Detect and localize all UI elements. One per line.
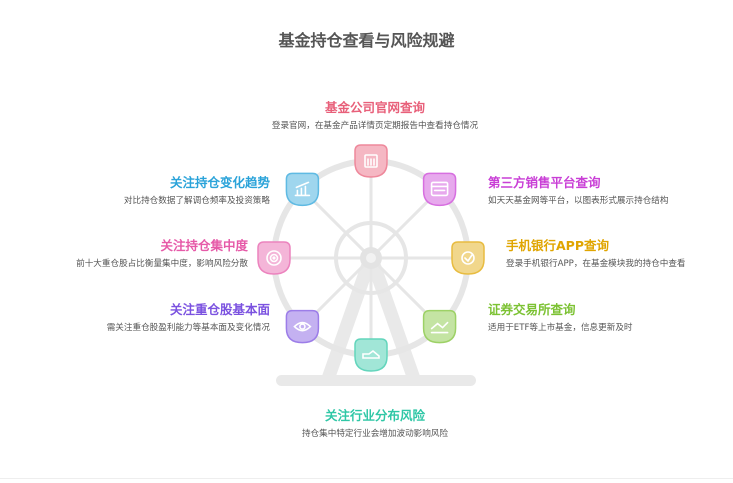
heading-concentration: 关注持仓集中度 [160,238,248,253]
desc-holding-trend: 对比持仓数据了解调仓频率及投资策略 [123,196,270,206]
block-left-1: 关注持仓变化趋势 对比持仓数据了解调仓频率及投资策略 [30,175,270,207]
desc-third-party-platform: 如天天基金网等平台，以图表形式展示持仓结构 [488,196,669,206]
heading-official-website: 基金公司官网查询 [324,100,425,115]
heading-holding-trend: 关注持仓变化趋势 [169,175,270,190]
block-right-3: 证券交易所查询 适用于ETF等上市基金，信息更新及时 [488,302,728,334]
heading-third-party-platform: 第三方销售平台查询 [488,175,601,190]
heading-mobile-bank-app: 手机银行APP查询 [506,238,609,253]
heading-stock-exchange: 证券交易所查询 [488,302,576,317]
block-bottom: 关注行业分布风险 持仓集中特定行业会增加波动影响风险 [250,408,500,440]
bottom-divider [0,478,733,479]
desc-mobile-bank-app: 登录手机银行APP，在基金模块我的持仓中查看 [506,259,686,269]
trend-chart-icon [285,172,320,207]
industry-shoe-icon [354,338,388,372]
desc-industry-risk: 持仓集中特定行业会增加波动影响风险 [301,429,449,439]
heading-industry-risk: 关注行业分布风险 [324,408,425,423]
block-right-2: 手机银行APP查询 登录手机银行APP，在基金模块我的持仓中查看 [506,238,731,270]
wheel-base [276,375,476,386]
wheel-support-legs [322,262,420,376]
desc-concentration: 前十大重仓股占比衡量集中度，影响风险分散 [76,259,248,269]
wheel-hub-inner [366,253,376,263]
wheel-cabins [257,144,485,372]
page-title: 基金持仓查看与风险规避 [278,31,455,50]
desc-top-holdings-fundamentals: 需关注重仓股盈利能力等基本面及变化情况 [106,323,270,333]
bank-building-icon [354,144,388,178]
eye-focus-icon [285,309,320,344]
block-left-3: 关注重仓股基本面 需关注重仓股盈利能力等基本面及变化情况 [30,302,270,334]
exchange-handshake-icon [422,309,457,344]
browser-window-icon [422,172,457,207]
block-left-2: 关注持仓集中度 前十大重仓股占比衡量集中度，影响风险分散 [20,238,248,270]
desc-official-website: 登录官网，在基金产品详情页定期报告中查看持仓情况 [271,121,479,131]
block-top: 基金公司官网查询 登录官网，在基金产品详情页定期报告中查看持仓情况 [250,100,500,132]
block-right-1: 第三方销售平台查询 如天天基金网等平台，以图表形式展示持仓结构 [488,175,728,207]
heading-top-holdings-fundamentals: 关注重仓股基本面 [169,302,270,317]
desc-stock-exchange: 适用于ETF等上市基金，信息更新及时 [488,323,633,333]
target-concentration-icon [257,241,291,275]
mobile-phone-icon [451,241,485,275]
